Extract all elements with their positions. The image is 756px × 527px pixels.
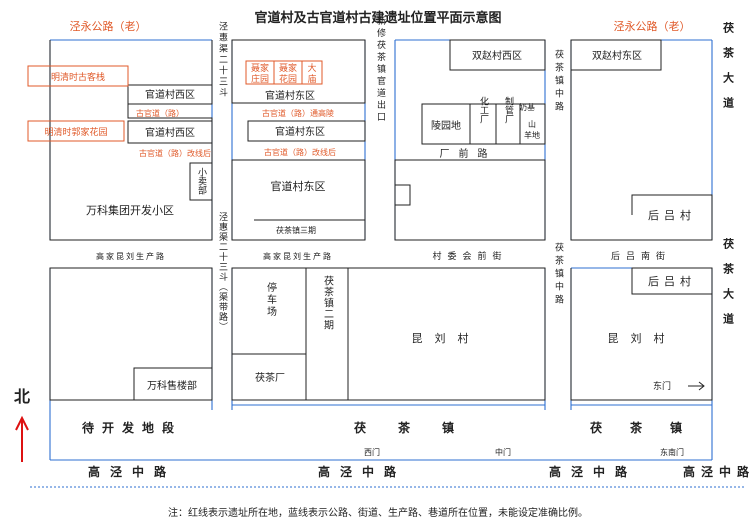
label-gaojing-3: 高泾中路	[549, 464, 637, 479]
label-pending-land: 待开发地段	[82, 420, 182, 435]
label-old-road-1: 古官道（路）	[136, 108, 184, 118]
label-old-road-2-fix: 古官道（路）改线后	[264, 147, 336, 157]
block-wanke-sales	[133, 367, 213, 401]
north-arrow-icon	[15, 415, 29, 462]
label-parking: 停车场	[265, 281, 277, 318]
label-pharma: 制管厂	[503, 95, 514, 124]
label-fucha-avenue-1: 茯茶大道	[722, 21, 736, 122]
block-changqian-lower	[394, 159, 546, 241]
label-production-road-1: 高家昆刘生产路	[96, 251, 166, 261]
site-mingqing-inn	[27, 65, 129, 87]
gate-west: 西门	[364, 447, 380, 457]
label-mingqing-garden: 明清时郭家花园	[44, 126, 107, 138]
label-nie-jia-zhuang-yuan-top: 聂家	[251, 62, 269, 74]
label-old-road-1-fix: 古官道（路）改线后	[139, 148, 211, 158]
label-fucha-town-2: 茯茶镇	[589, 420, 710, 435]
gate-east: 东门	[653, 380, 671, 392]
label-canal-23: 泾惠渠二十三斗	[217, 20, 228, 98]
label-town-road-2: 茯茶镇中路	[553, 241, 564, 307]
label-shuangzhao-west: 双赵村西区	[472, 49, 522, 62]
label-village-front-st: 村委会前街	[432, 250, 507, 262]
label-fucha-phase3: 茯茶镇三期	[276, 225, 316, 235]
label-gdc-east-1: 官道村东区	[265, 89, 315, 102]
label-old-road-2: 古官道（路）通高陵	[262, 108, 334, 118]
label-dairy-bottom: 羊地	[524, 130, 540, 140]
label-fucha-avenue-2: 茯茶大道	[722, 237, 736, 338]
block-changqian-notch	[395, 184, 411, 206]
label-nie-jia-hua-yuan-bottom: 花园	[279, 73, 297, 85]
block-shop	[189, 162, 213, 201]
label-da-miao-bottom: 庙	[307, 73, 316, 85]
block-houlv-upper	[570, 40, 713, 241]
label-houlv-south-st: 后吕南街	[611, 250, 671, 262]
label-houlv-2: 后吕村	[648, 274, 696, 288]
map-note: 注：红线表示遗址所在地，蓝线表示公路、街道、生产路、巷道所在位置，未能设定准确比…	[168, 506, 588, 519]
block-gdc-east-1	[231, 39, 366, 104]
label-chemical: 化工厂	[478, 95, 489, 124]
label-fucha-phase2: 茯茶镇二期	[322, 274, 334, 330]
gate-southeast: 东南门	[660, 447, 684, 457]
label-mingqing-inn: 明清时古客栈	[51, 71, 105, 83]
label-gdc-west-2: 官道村西区	[145, 126, 195, 139]
north-label: 北	[14, 387, 30, 406]
block-gdc-east-2	[247, 120, 366, 142]
label-gdc-east-3: 官道村东区	[271, 179, 326, 193]
site-da-miao	[301, 60, 323, 85]
block-houlv-2	[631, 267, 713, 295]
label-fucha-factory: 茯茶厂	[255, 371, 285, 384]
label-nie-jia-hua-yuan-top: 聂家	[279, 62, 297, 74]
label-town-road-1: 茯茶镇中路	[553, 48, 564, 114]
top-road-right: 泾永公路（老）	[614, 19, 691, 33]
label-gaojing-4: 高泾中路	[683, 464, 755, 479]
label-gdc-east-2: 官道村东区	[275, 125, 325, 138]
block-shuangzhao-west	[449, 39, 546, 71]
label-gdc-west-1: 官道村西区	[145, 88, 195, 101]
label-shop: 小卖部	[196, 167, 207, 195]
label-wanke-residential: 万科集团开发小区	[86, 203, 174, 217]
label-da-miao-top: 大	[307, 62, 316, 74]
label-wanke-sales: 万科售楼部	[147, 379, 197, 392]
label-kunliu-2: 昆刘村	[608, 331, 677, 345]
label-dairy-mid: 山	[528, 119, 537, 129]
label-nie-jia-zhuang-yuan-bottom: 庄园	[251, 73, 269, 85]
label-new-exit: 新修茯茶镇官道出口	[375, 15, 386, 124]
gate-middle: 中门	[495, 447, 511, 457]
label-lingyuan: 陵园地	[431, 119, 461, 132]
east-arrow-icon	[688, 381, 705, 391]
block-kunliu-2	[570, 268, 713, 401]
label-shuangzhao-east: 双赵村东区	[592, 49, 642, 62]
block-kunliu-1	[347, 267, 546, 401]
label-fucha-town-1: 茯茶镇	[353, 420, 486, 435]
block-gdc-west-2	[127, 120, 213, 144]
label-canal-23b: 泾惠渠二十三斗（渠带路）	[217, 211, 228, 332]
top-road-left: 泾永公路（老）	[70, 19, 147, 33]
label-changqian-road: 厂前路	[440, 147, 497, 160]
block-gdc-east-3	[231, 159, 366, 241]
map-title: 官道村及古官道村古建遗址位置平面示意图	[254, 10, 501, 26]
block-gdc-west-1	[127, 84, 213, 105]
label-houlv-1: 后吕村	[648, 208, 696, 222]
site-mingqing-garden	[27, 120, 125, 142]
block-dairy	[519, 103, 546, 145]
label-gaojing-2: 高泾中路	[318, 464, 406, 479]
label-kunliu-1: 昆刘村	[412, 331, 481, 345]
label-dairy-top: 奶基	[519, 102, 535, 112]
label-gaojing-1: 高泾中路	[88, 464, 176, 479]
label-production-road-2: 高家昆刘生产路	[263, 251, 333, 261]
